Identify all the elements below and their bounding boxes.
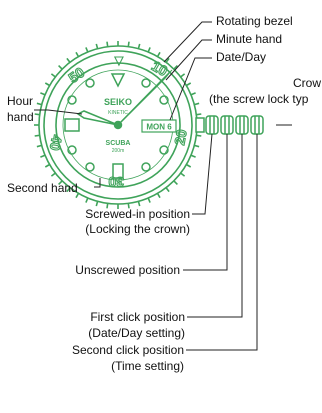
- bezel-tooth: [156, 192, 161, 199]
- leader-hour-hand: [34, 109, 83, 115]
- dial-sub: KINETIC: [108, 110, 128, 116]
- bezel-tooth: [196, 113, 202, 116]
- leader-minute-hand: [165, 39, 212, 81]
- dial-text: SEIKO KINETIC SCUBA 200m: [104, 97, 132, 154]
- bezel-tooth: [156, 51, 161, 58]
- bezel-tooth: [75, 51, 80, 58]
- label-first-click-line2: (Date/Day setting): [88, 326, 185, 340]
- bezel-tooth: [106, 203, 109, 209]
- label-second-click-line2: (Time setting): [111, 359, 184, 373]
- bezel-tooth: [40, 154, 46, 158]
- bezel-tooth: [137, 43, 141, 49]
- leader-unscrewed: [183, 134, 228, 271]
- bezel-tooth: [185, 82, 192, 87]
- bezel-tooth: [194, 144, 200, 148]
- bezel-tooth: [66, 187, 71, 193]
- label-second-hand: Second hand: [7, 181, 78, 195]
- leader-first-click: [187, 134, 243, 318]
- crown-unscrewed: [220, 115, 234, 135]
- bezel-number-40: 40: [47, 134, 65, 152]
- label-rotating-bezel: Rotating bezel: [216, 14, 293, 28]
- bezel-tooth: [165, 187, 170, 193]
- bezel-tooth: [95, 201, 99, 207]
- bezel-tooth: [147, 197, 151, 203]
- bezel-tooth: [50, 73, 56, 78]
- leader-screwed-in: [192, 133, 213, 215]
- leader-rotating-bezel: [163, 21, 212, 63]
- bezel-tooth: [147, 47, 151, 53]
- label-first-click-line1: First click position: [90, 310, 185, 324]
- label-hour-hand-line2: hand: [7, 110, 34, 124]
- bezel-tooth: [44, 163, 51, 168]
- bezel-tooth: [180, 172, 186, 177]
- bezel-number-50: 50: [65, 64, 87, 86]
- bezel-tooth: [44, 82, 51, 87]
- dial-depth: 200m: [112, 148, 125, 154]
- rotating-bezel: [34, 41, 202, 209]
- bezel-tooth: [190, 154, 196, 158]
- bezel-tooth: [75, 192, 80, 199]
- crown-second-click: [250, 115, 264, 135]
- center-pin: [113, 120, 123, 130]
- date-day-text: MON 6: [146, 123, 172, 132]
- leader-lines: [34, 21, 292, 351]
- crown-first-click: [235, 115, 249, 135]
- label-hour-hand-line1: Hour: [7, 94, 34, 108]
- bezel-tooth: [190, 92, 196, 96]
- dial-model: SCUBA: [106, 140, 131, 147]
- hands: [76, 69, 173, 130]
- leader-second-click: [186, 134, 258, 351]
- label-screwed-in-line2: (Locking the crown): [85, 222, 190, 236]
- bezel-tooth: [58, 180, 63, 185]
- bezel-tooth: [185, 163, 192, 168]
- bezel-tooth: [196, 134, 202, 137]
- bezel-tooth: [85, 197, 89, 203]
- label-screwed-in-line1: Screwed-in position: [85, 207, 190, 221]
- bezel-tooth: [40, 92, 46, 96]
- bezel-tooth: [106, 41, 109, 47]
- brand-logo: SEIKO: [104, 97, 132, 107]
- label-crown-line2: (the screw lock typ: [209, 92, 309, 106]
- label-unscrewed: Unscrewed position: [75, 263, 180, 277]
- label-date-day: Date/Day: [216, 50, 267, 64]
- bezel-tooth: [36, 102, 42, 106]
- crown-screwed-in: [205, 115, 219, 135]
- leader-date-day: [169, 57, 212, 121]
- bezel-tooth: [194, 102, 200, 106]
- bezel-tooth: [66, 57, 71, 63]
- bezel-tooth: [85, 47, 89, 53]
- leader-second-hand: [94, 178, 101, 188]
- bezel-tooth: [58, 65, 63, 70]
- bezel-tooth: [173, 180, 178, 185]
- second-hand: [117, 69, 173, 126]
- crown-positions: [195, 115, 264, 135]
- bezel-tooth: [137, 201, 141, 207]
- label-minute-hand: Minute hand: [216, 32, 283, 46]
- hour-markers: [62, 69, 174, 181]
- bezel-tooth: [127, 203, 130, 209]
- date-day-window: MON 6: [141, 119, 177, 133]
- bezel-tooth: [165, 57, 170, 63]
- bezel-tooth: [34, 113, 40, 116]
- bezel-tooth: [180, 73, 186, 78]
- bezel-tooth: [36, 144, 42, 148]
- bezel-number-30: 30: [108, 174, 124, 190]
- label-crown-line1: Crow: [293, 76, 322, 90]
- bezel-tooth: [50, 172, 56, 177]
- bezel-tooth: [173, 65, 178, 70]
- bezel-tooth: [95, 43, 99, 49]
- bezel-tooth: [127, 41, 130, 47]
- bezel-tooth: [34, 134, 40, 137]
- label-second-click-line1: Second click position: [71, 343, 184, 357]
- crown-case-tube: [195, 117, 205, 133]
- bezel-number-60: ▼: [112, 52, 126, 68]
